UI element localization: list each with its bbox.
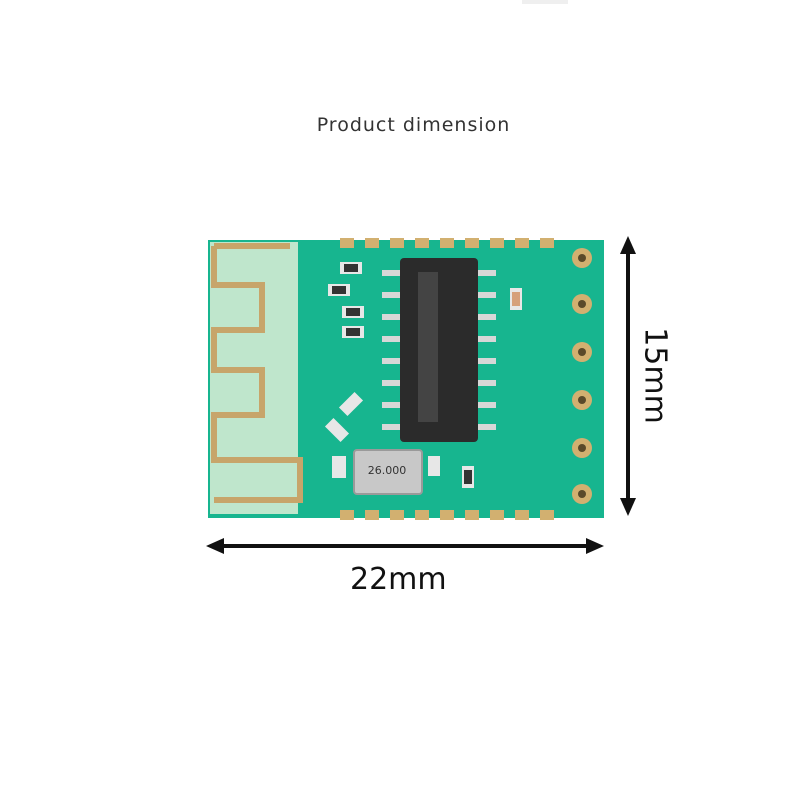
main-chip xyxy=(400,258,478,442)
double-arrow-vertical-icon xyxy=(620,236,636,516)
double-arrow-horizontal-icon xyxy=(206,538,604,554)
smd-components xyxy=(324,262,522,488)
antenna-trace xyxy=(211,243,303,503)
top-edge-pads xyxy=(340,238,554,248)
crystal-label: 26.000 xyxy=(367,464,407,477)
height-label: 15mm xyxy=(637,327,673,424)
page-title: Product dimension xyxy=(316,114,511,136)
top-edge-mark xyxy=(522,0,568,4)
side-pads xyxy=(572,248,592,504)
width-label: 22mm xyxy=(350,562,447,597)
crystal-oscillator xyxy=(353,449,423,495)
chip-pins xyxy=(382,270,496,430)
bottom-edge-pads xyxy=(340,510,554,520)
